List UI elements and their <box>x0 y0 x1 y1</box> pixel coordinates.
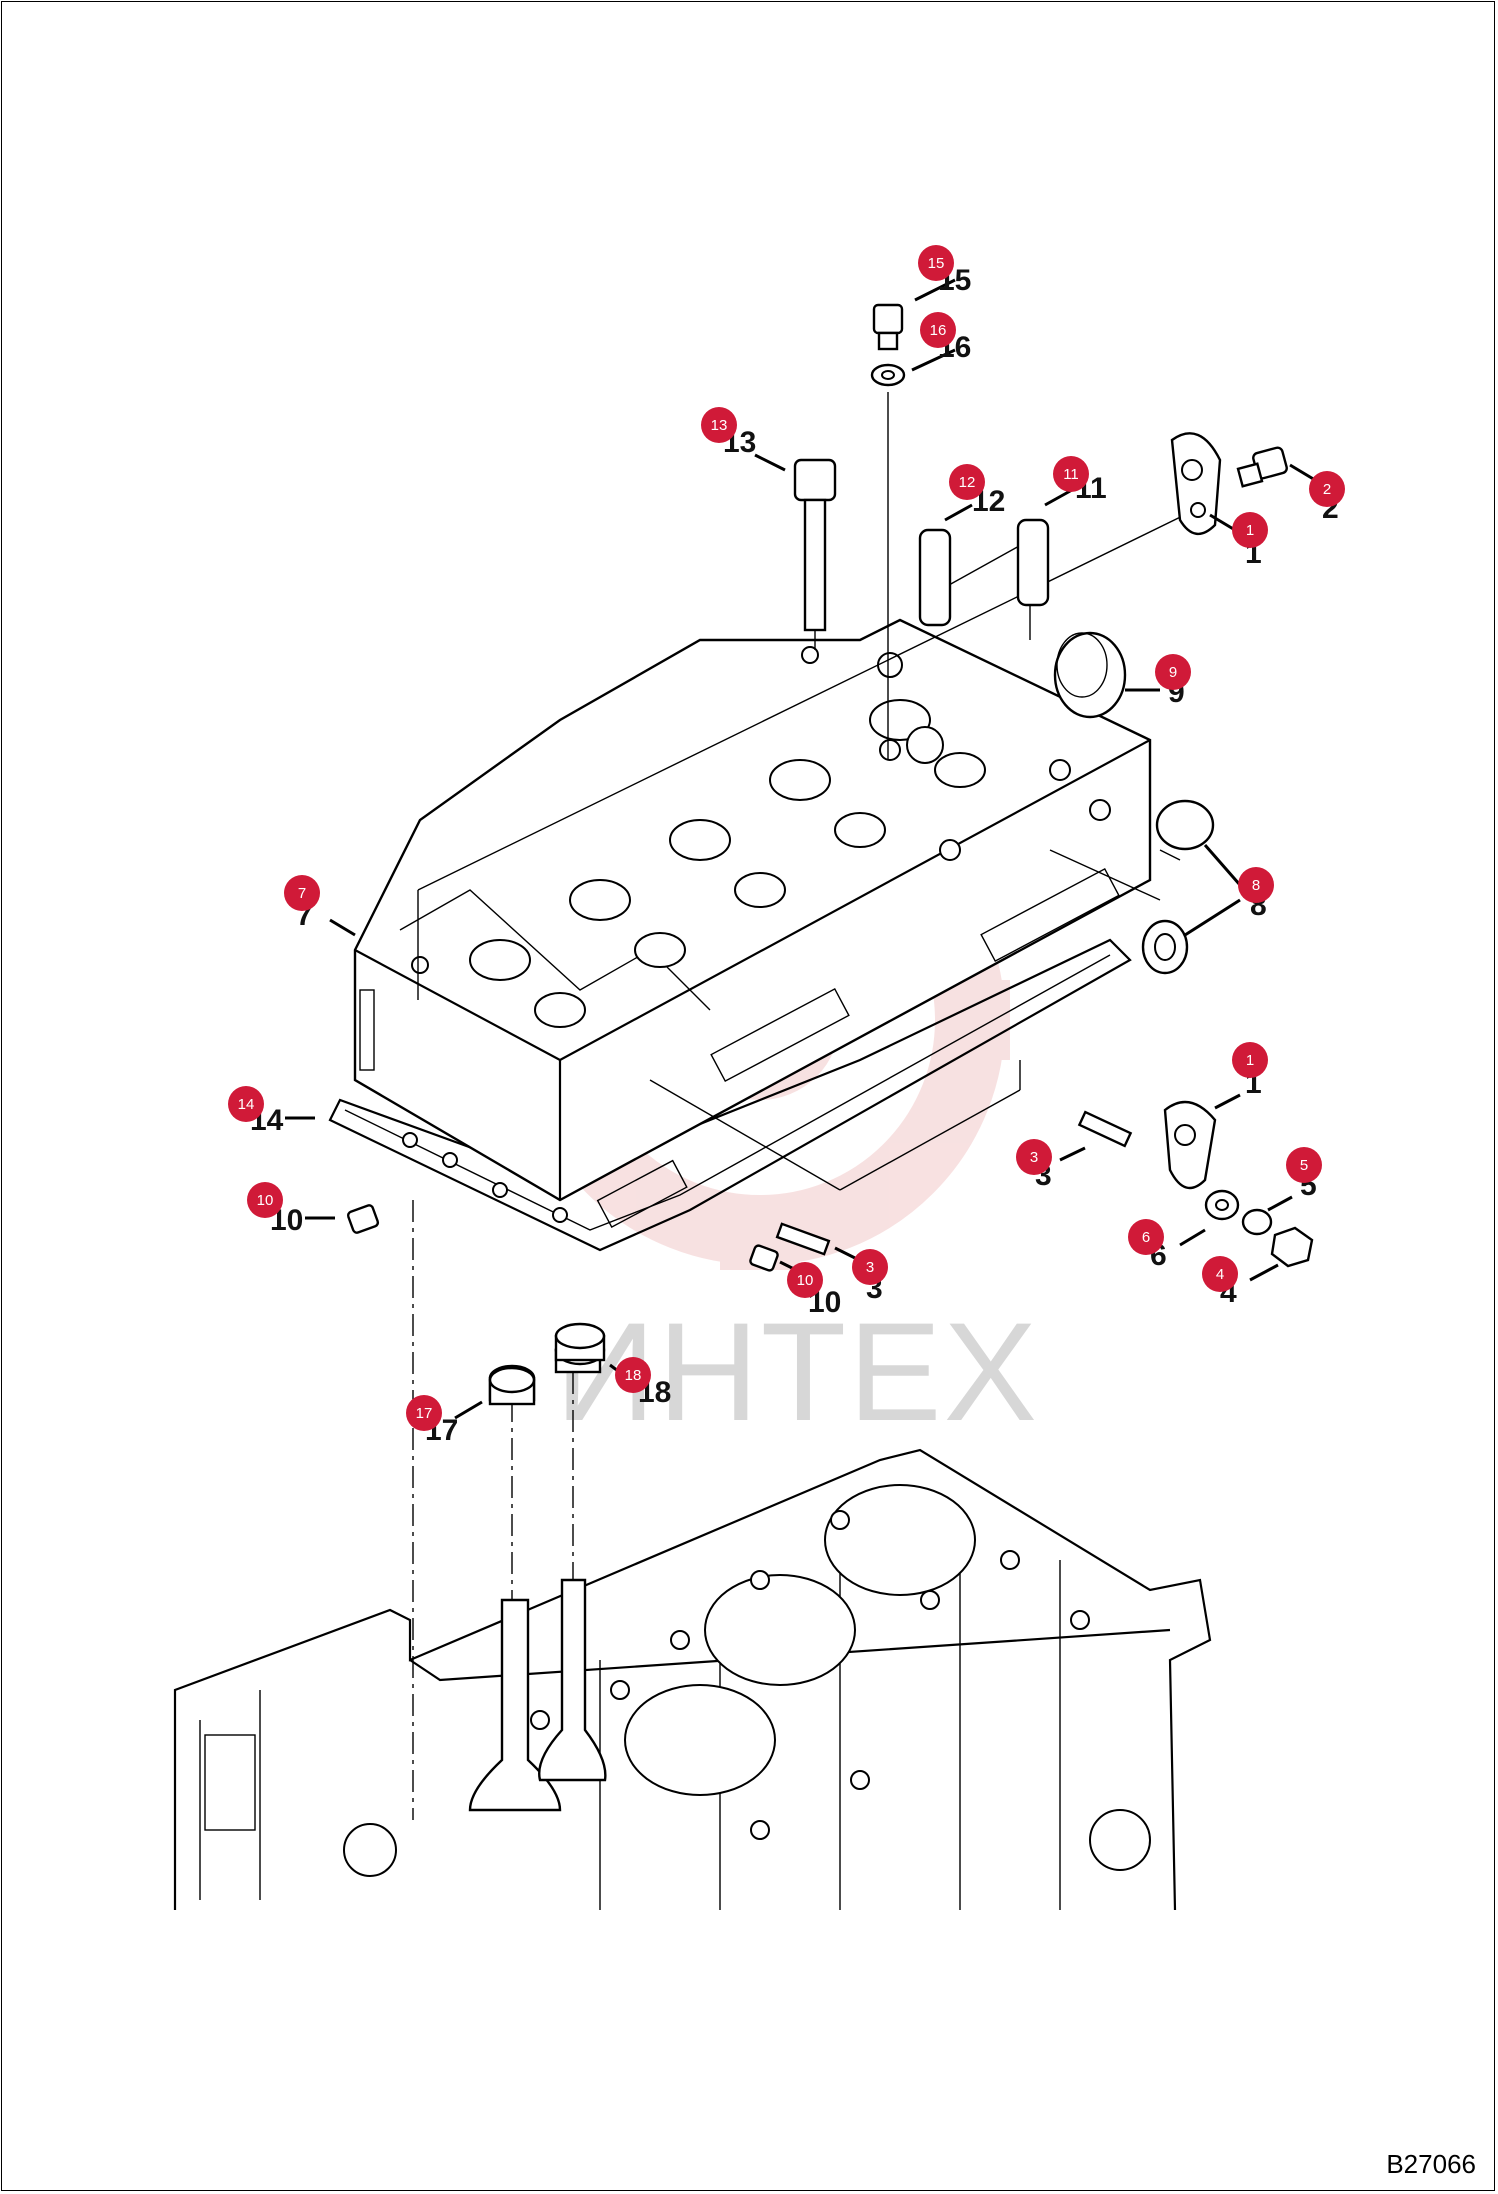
callout-badge-number: 2 <box>1323 481 1331 498</box>
callout-badge-number: 17 <box>416 1405 433 1422</box>
callout-badge-number: 16 <box>930 322 947 339</box>
part-stud-3-right <box>1077 1110 1133 1148</box>
callout-14: 14 14 <box>228 1086 315 1137</box>
part-seal-8a <box>1155 799 1215 851</box>
head-ports <box>359 646 1120 1083</box>
callout-badge-number: 10 <box>797 1272 814 1289</box>
head-gasket <box>328 938 1132 1252</box>
callout-badge <box>918 245 954 281</box>
callout-8: 8 8 <box>1184 844 1274 937</box>
part-bracket-1-bottom <box>1163 1100 1217 1190</box>
callout-badge <box>1155 654 1191 690</box>
callout-badge-number: 7 <box>298 885 306 902</box>
callout-2: 2 2 <box>1289 463 1345 525</box>
part-sleeve-12 <box>918 528 952 627</box>
part-plug-10-left <box>346 1204 380 1234</box>
callout-badge-number: 1 <box>1246 1052 1254 1069</box>
callout-badge-number: 12 <box>959 474 976 491</box>
drawing-reference-code: B27066 <box>1386 2149 1476 2179</box>
callout-badge <box>1238 867 1274 903</box>
callout-badge <box>949 464 985 500</box>
callout-13: 13 13 <box>701 407 786 472</box>
callout-badge <box>1286 1147 1322 1183</box>
callout-badge-number: 14 <box>238 1096 255 1113</box>
callout-badge <box>920 312 956 348</box>
callout-badge-number: 15 <box>928 255 945 272</box>
part-plug-9 <box>1053 631 1127 719</box>
callout-10-bottom: 10 10 <box>779 1260 841 1319</box>
callout-10-left: 10 10 <box>247 1182 335 1237</box>
callout-12: 12 12 <box>944 464 1005 522</box>
callout-17: 17 17 <box>406 1395 483 1447</box>
part-bolt-15 <box>872 303 904 351</box>
callout-badge-number: 3 <box>866 1259 874 1276</box>
callout-badge <box>1128 1219 1164 1255</box>
part-washer-5 <box>1241 1208 1273 1236</box>
callout-badge <box>1202 1256 1238 1292</box>
callout-badge <box>228 1086 264 1122</box>
callout-badge-number: 6 <box>1142 1229 1150 1246</box>
callout-badge-number: 4 <box>1216 1266 1224 1283</box>
callout-3-bottom: 3 3 <box>834 1246 888 1305</box>
callout-badge-number: 8 <box>1252 877 1260 894</box>
part-washer-16 <box>870 363 906 387</box>
callout-11: 11 11 <box>1044 456 1107 507</box>
callout-18: 18 18 <box>609 1357 671 1409</box>
callout-5: 5 5 <box>1267 1147 1322 1212</box>
callout-badge <box>1232 1042 1268 1078</box>
part-bolt-2 <box>1236 446 1288 488</box>
cylinder-block <box>173 1448 1212 1911</box>
cylinder-head <box>353 618 1152 1202</box>
callout-1-bottom: 1 1 <box>1214 1042 1268 1110</box>
callout-badge <box>852 1249 888 1285</box>
callout-badge <box>787 1262 823 1298</box>
callout-7: 7 7 <box>284 875 356 937</box>
callout-badge-number: 10 <box>257 1192 274 1209</box>
callout-9: 9 9 <box>1125 654 1191 709</box>
part-head-bolt-13 <box>793 458 837 632</box>
callout-badge <box>701 407 737 443</box>
callout-3-right: 3 3 <box>1016 1139 1086 1192</box>
callout-badge <box>1309 471 1345 507</box>
callout-badge <box>406 1395 442 1431</box>
part-washer-6 <box>1204 1189 1240 1221</box>
part-plug-10-bottom <box>749 1244 779 1272</box>
callout-badge <box>1053 456 1089 492</box>
part-bracket-1-top <box>1170 432 1222 535</box>
callout-15: 15 15 <box>914 245 971 302</box>
block-bolt-holes <box>530 1510 1090 1840</box>
callout-badge-number: 11 <box>1063 466 1079 483</box>
callouts: 15 15 16 16 13 13 12 12 11 11 <box>228 245 1345 1447</box>
callout-badge <box>284 875 320 911</box>
callout-badge-number: 9 <box>1169 664 1177 681</box>
callout-1-top: 1 1 <box>1209 512 1268 570</box>
part-stud-3-bottom <box>775 1222 831 1256</box>
callout-badge-number: 1 <box>1246 522 1254 539</box>
part-sleeve-11 <box>1016 518 1050 607</box>
callout-badge <box>615 1357 651 1393</box>
callout-badge-number: 18 <box>625 1367 642 1384</box>
callout-16: 16 16 <box>911 312 971 372</box>
callout-badge-number: 3 <box>1030 1149 1038 1166</box>
callout-badge <box>1016 1139 1052 1175</box>
part-seal-8b <box>1141 919 1189 975</box>
part-nut-4 <box>1270 1226 1314 1268</box>
callout-badge <box>1232 512 1268 548</box>
assembly-lines <box>417 392 1206 1191</box>
callout-6: 6 6 <box>1128 1219 1206 1272</box>
callout-badge-number: 5 <box>1300 1157 1308 1174</box>
callout-badge <box>247 1182 283 1218</box>
part-seal-17 <box>488 1366 536 1406</box>
callout-badge-number: 13 <box>711 417 728 434</box>
part-seal-18 <box>554 1322 606 1366</box>
callout-4: 4 4 <box>1202 1256 1279 1309</box>
